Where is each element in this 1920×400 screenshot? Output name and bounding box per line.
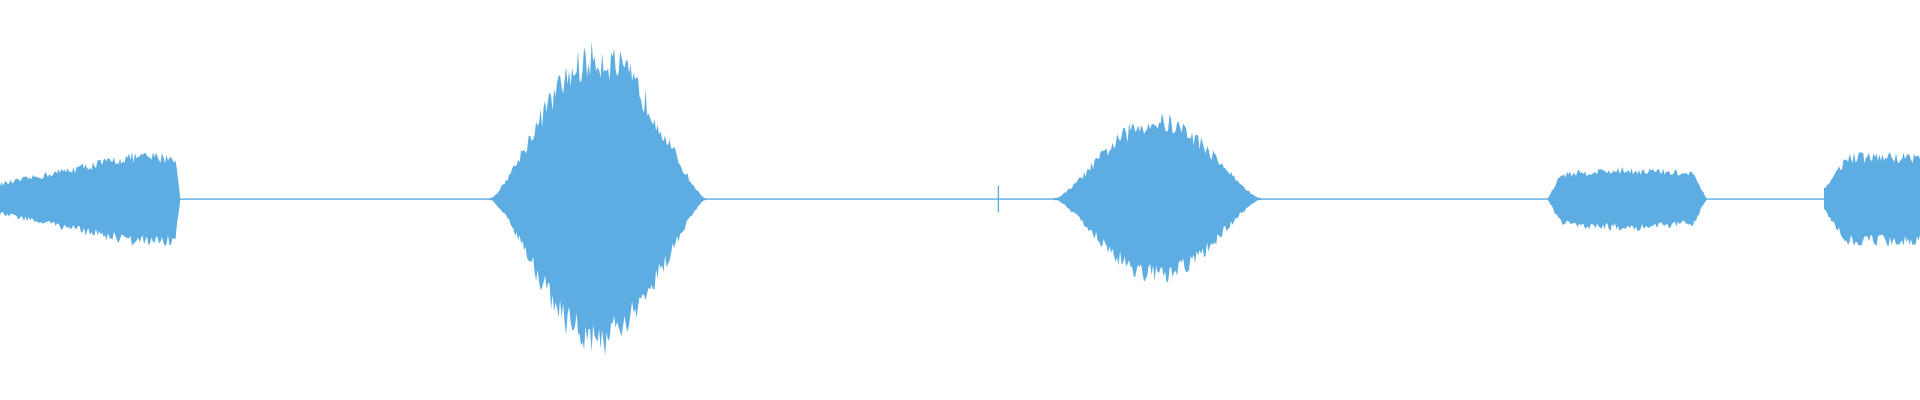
waveform-burst-3 <box>1054 112 1262 283</box>
waveform-burst-4 <box>1547 166 1707 231</box>
waveform-burst-5 <box>1824 151 1920 247</box>
waveform-click-1 <box>997 185 1000 213</box>
waveform-burst-2 <box>489 40 706 356</box>
waveform-baseline <box>0 198 1920 200</box>
waveform-burst-1 <box>0 151 180 247</box>
